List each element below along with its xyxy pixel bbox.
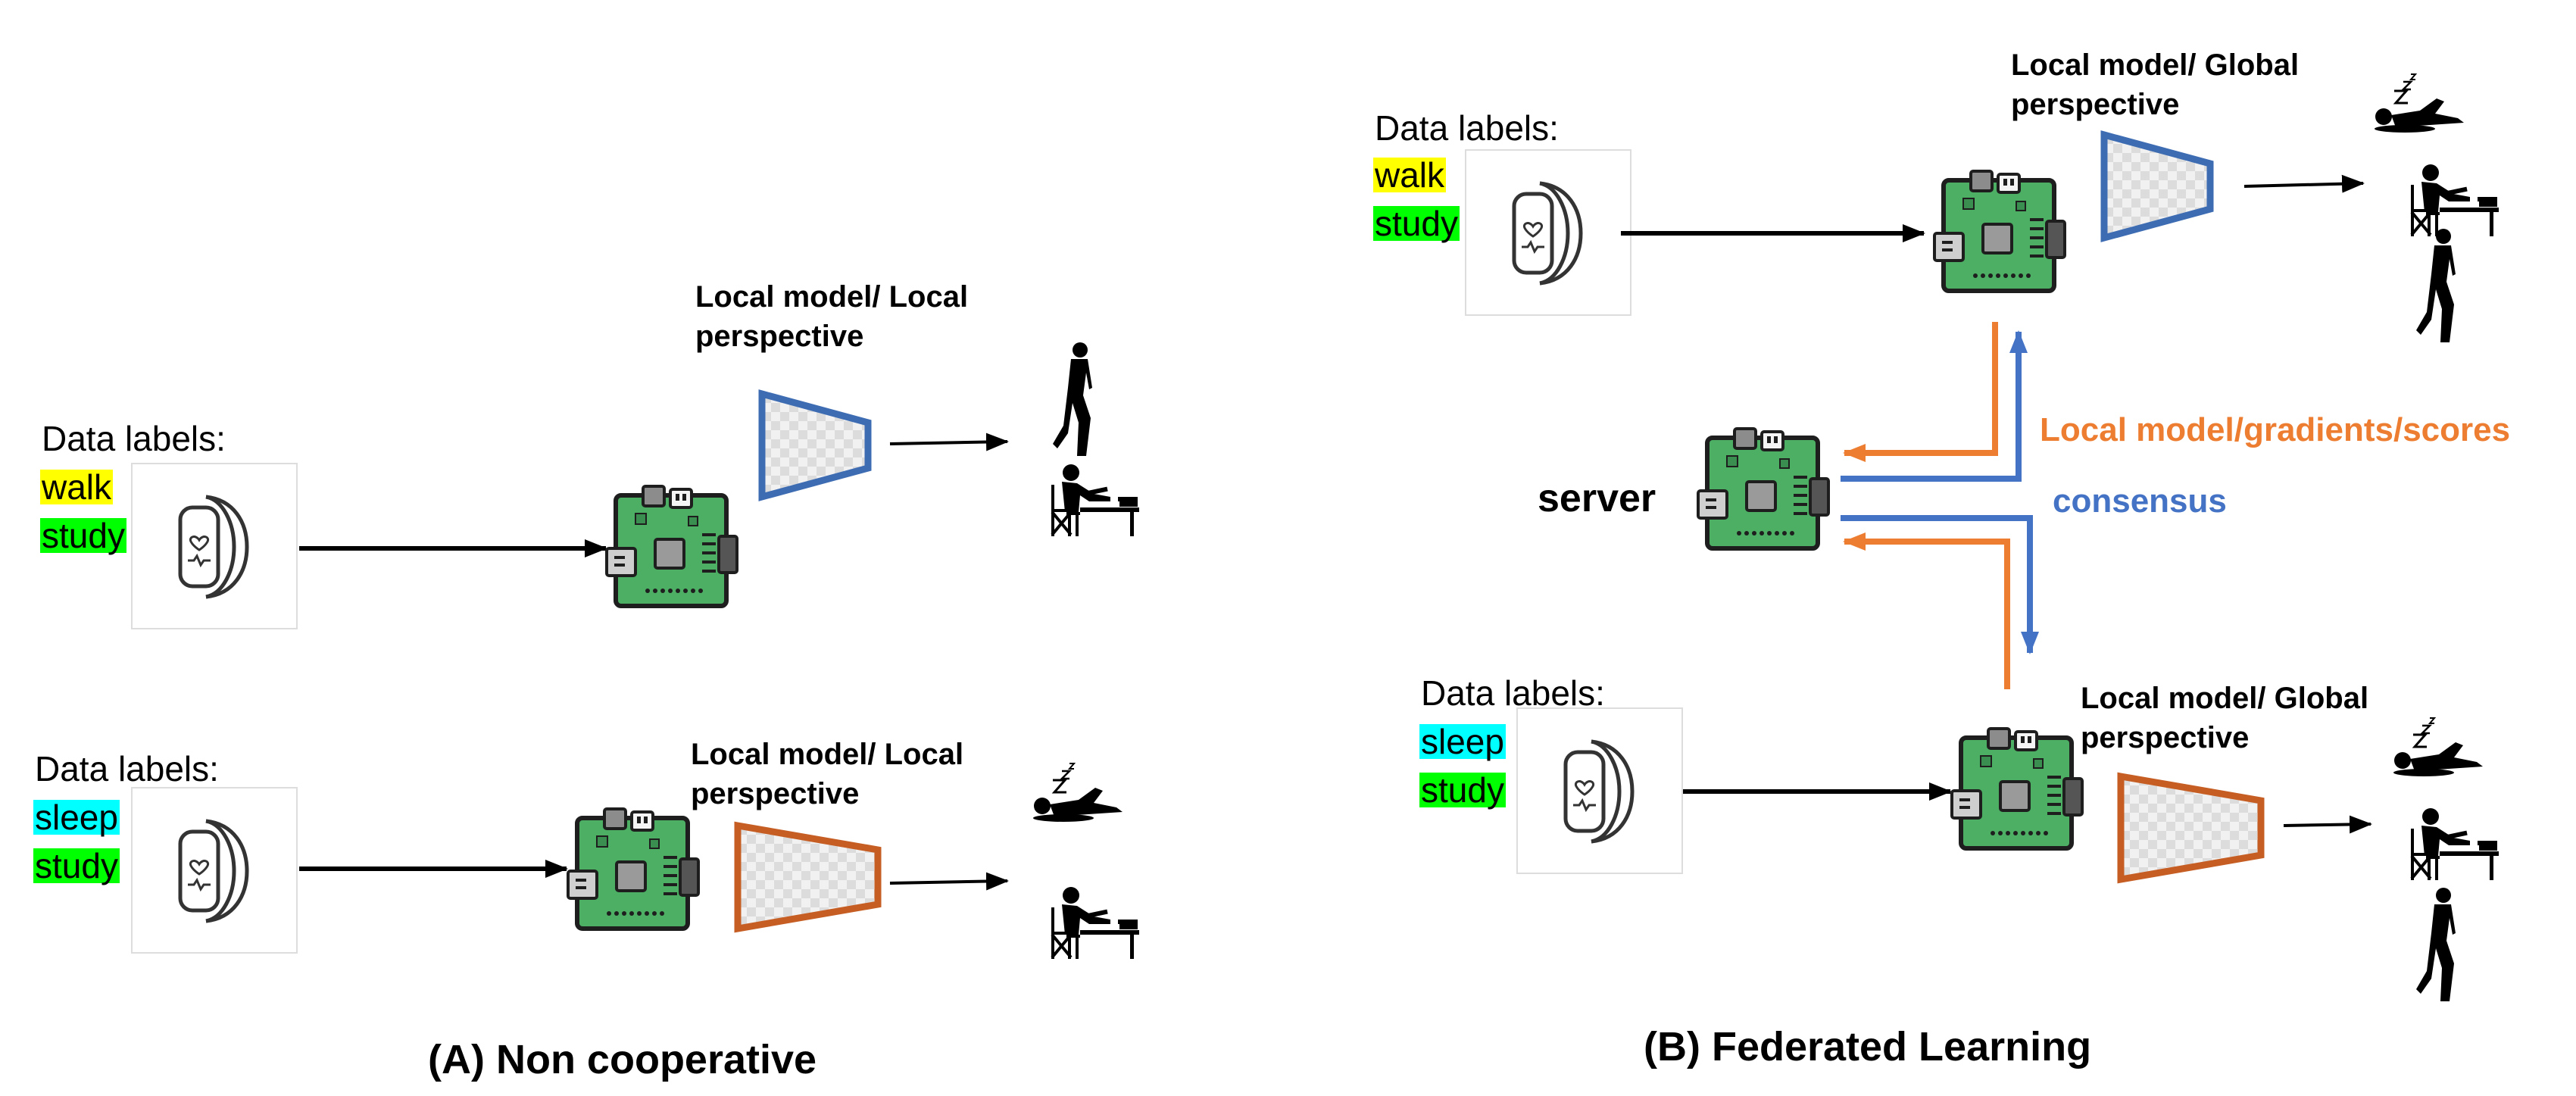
tag-study-a2: study <box>33 846 120 885</box>
study-activity-a2-icon <box>1050 885 1141 960</box>
wearable-a2-icon <box>132 788 297 953</box>
model-caption-a2: Local model/ Local perspective <box>691 738 964 810</box>
local-model-a1-icon <box>762 394 868 497</box>
tag-sleep-a2: sleep <box>33 798 120 837</box>
upload-label: Local model/gradients/scores <box>2040 411 2511 448</box>
consensus-label: consensus <box>2053 482 2227 520</box>
study-activity-b1-icon <box>2409 163 2500 238</box>
global-model-b2-icon <box>2121 776 2261 879</box>
wearable-a1-icon <box>132 464 297 629</box>
tag-walk-a1: walk <box>40 467 114 507</box>
server-label: server <box>1538 476 1656 520</box>
sleep-activity-b1-icon <box>2373 73 2465 134</box>
panel-a-caption: (A) Non cooperative <box>428 1037 817 1082</box>
tag-walk-b1: walk <box>1373 155 1447 195</box>
arrow-b1-output <box>2243 174 2365 193</box>
tag-study-a1: study <box>40 516 126 555</box>
arrow-a2-output <box>889 872 1009 891</box>
model-caption-b2: Local model/ Global perspective <box>2081 682 2369 754</box>
edge-board-a2-icon <box>568 809 698 929</box>
local-model-a2-icon <box>738 826 878 929</box>
walk-activity-a1-icon <box>1053 342 1092 456</box>
data-labels-title-a1: Data labels: <box>42 419 226 458</box>
tag-study-b1: study <box>1373 204 1460 243</box>
server-board-icon <box>1698 429 1828 548</box>
walk-activity-b2-icon <box>2416 888 2456 1001</box>
orange-arrow-lower <box>1843 532 2010 689</box>
edge-board-b2-icon <box>1952 729 2082 848</box>
model-caption-b1: Local model/ Global perspective <box>2011 48 2300 121</box>
global-model-b1-icon <box>2104 135 2210 238</box>
data-labels-title-b1: Data labels: <box>1375 108 1559 148</box>
sleep-activity-a2-icon <box>1032 762 1124 823</box>
wearable-b2-icon <box>1517 708 1682 873</box>
blue-arrow-lower <box>1841 515 2039 654</box>
edge-board-b1-icon <box>1934 171 2065 291</box>
blue-arrow-upper <box>1841 330 2028 482</box>
arrow-b2-output <box>2283 815 2372 834</box>
edge-board-a1-icon <box>607 486 737 606</box>
walk-activity-b1-icon <box>2416 229 2456 342</box>
model-caption-a1: Local model/ Local perspective <box>695 280 969 353</box>
arrow-a1-output <box>889 432 1009 451</box>
orange-arrow-upper <box>1843 322 1998 462</box>
study-activity-b2-icon <box>2409 807 2500 882</box>
tag-study-b2: study <box>1419 770 1506 810</box>
wearable-b1-icon <box>1466 150 1631 315</box>
data-labels-title-a2: Data labels: <box>35 749 219 788</box>
study-activity-a1-icon <box>1050 463 1141 538</box>
tag-sleep-b2: sleep <box>1419 722 1506 761</box>
data-labels-title-b2: Data labels: <box>1421 673 1605 713</box>
panel-b-caption: (B) Federated Learning <box>1644 1024 2092 1069</box>
